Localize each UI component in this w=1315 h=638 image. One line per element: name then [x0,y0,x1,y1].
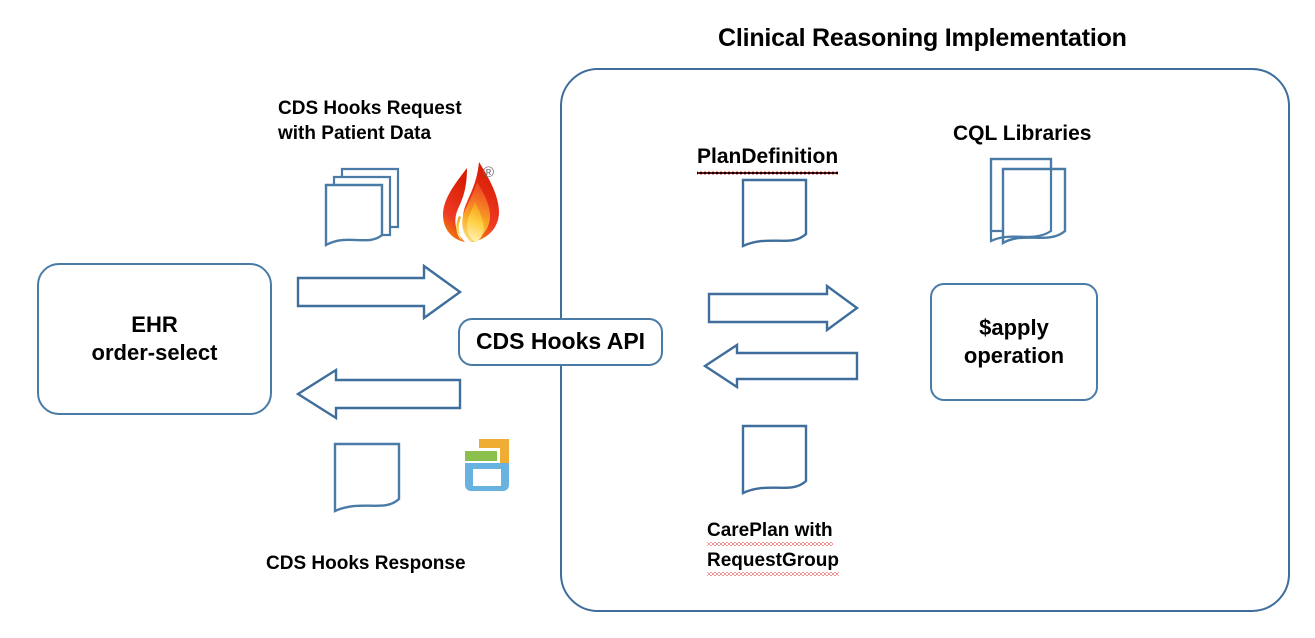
apply-box-line1: $apply [979,314,1049,340]
careplan-document-icon [740,423,812,501]
clinical-reasoning-container [560,68,1290,612]
plandefinition-document-icon [740,177,812,253]
cql-libraries-label: CQL Libraries [953,122,1092,145]
cds-hooks-api-label: CDS Hooks API [475,328,646,355]
careplan-requestgroup-label: CarePlan with RequestGroup [707,518,839,577]
fhir-flame-logo [437,160,509,246]
ehr-box-line2: order-select [91,340,218,365]
arrow-left-result [702,342,859,390]
page-title: Clinical Reasoning Implementation [718,24,1127,52]
plandefinition-label-text: PlanDefinition [697,143,839,175]
cds-hooks-request-label: CDS Hooks Request with Patient Data [278,96,462,146]
ehr-order-select-box[interactable]: EHR order-select [37,263,272,415]
cds-hooks-request-label-line2: with Patient Data [278,123,432,145]
arrow-left-response [295,367,462,421]
arrow-right-request [296,263,463,321]
apply-box-line2: operation [963,343,1065,368]
cql-stacked-documents-icon [985,155,1071,251]
stacked-documents-icon [320,163,420,255]
careplan-label-line1: CarePlan with [707,518,833,547]
ehr-box-line1: EHR [131,311,178,337]
cds-hooks-response-label: CDS Hooks Response [266,553,466,574]
cds-hooks-api-box[interactable]: CDS Hooks API [458,318,663,366]
plandefinition-label: PlanDefinition [697,143,839,175]
cds-hooks-logo [457,437,513,495]
apply-operation-box[interactable]: $apply operation [930,283,1098,401]
cds-hooks-response-document-icon [332,441,406,517]
cds-hooks-request-label-line1: CDS Hooks Request [278,98,462,119]
careplan-label-line2: RequestGroup [707,548,839,577]
fhir-trademark-symbol: ® [483,164,495,181]
arrow-right-apply [707,283,860,333]
